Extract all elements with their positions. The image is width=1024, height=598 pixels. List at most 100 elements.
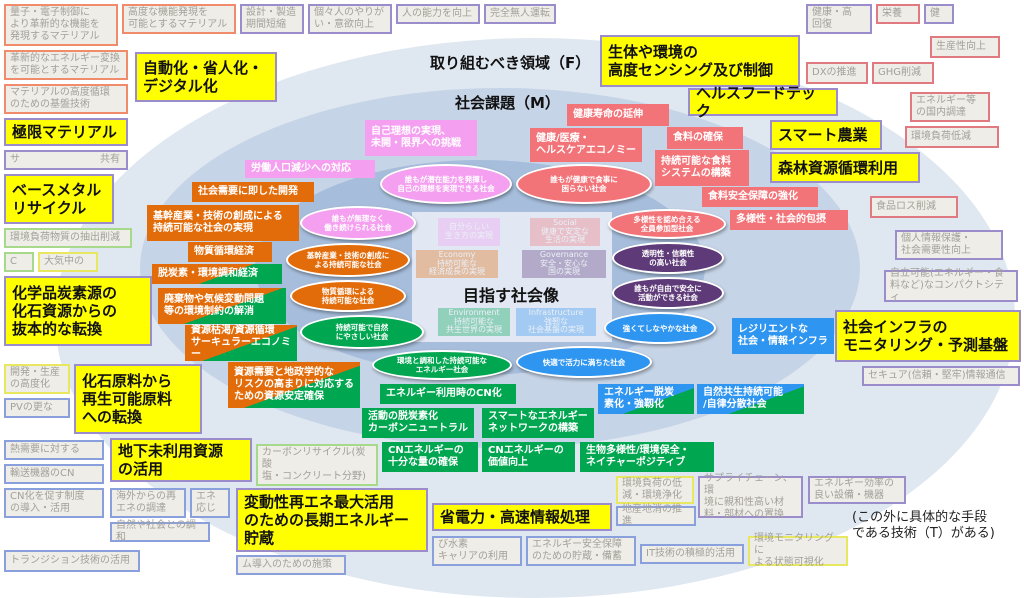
focus-area-label: ベースメタル リサイクル <box>4 174 114 224</box>
focus-area-label: 化学品炭素源の 化石資源からの 抜本的な転換 <box>4 276 152 346</box>
focus-area-label: 化石原料から 再生可能原料 への転換 <box>74 364 202 434</box>
technology-box: 地産地消の推進 <box>616 504 696 527</box>
focus-area-label: 生体や環境の 高度センシング及び制御 <box>600 35 800 87</box>
social-issue-label: 活動の脱炭素化 カーボンニュートラル <box>362 408 474 438</box>
vision-bubble: 多様性を認め合える 全員参加型社会 <box>608 209 726 239</box>
social-issue-label: レジリエントな 社会・情報インフラ <box>732 318 834 354</box>
vision-quadrant: Economy 持続可能な 経済成長の実現 <box>416 250 498 278</box>
focus-area-label: 地下未利用資源 の活用 <box>110 438 252 482</box>
social-issue-label: 資源枯渇/資源循環 サーキュラーエコノミー <box>185 325 297 361</box>
technology-box: C <box>4 252 34 272</box>
vision-bubble: 誰もが健康で食事に 困らない社会 <box>516 164 652 204</box>
vision-bubble: 透明性・信頼性 の高い社会 <box>612 242 724 274</box>
technology-box: 量子・電子制御に より革新的な機能を 発現するマテリアル <box>4 4 118 46</box>
social-issue-label: 脱炭素・環境調和経済 <box>152 264 282 284</box>
technology-box: 設計・製造 期間短縮 <box>240 4 304 34</box>
technology-box: トランジション技術の活用 <box>4 550 140 572</box>
social-issue-label: 基幹産業・技術の創成による 持続可能な社会の実現 <box>147 205 299 241</box>
vision-bubble: 強くてしなやかな社会 <box>604 312 716 344</box>
vision-bubble: 誰もが自由で安全に 活動ができる社会 <box>612 277 724 309</box>
social-issue-label: 健康寿命の延伸 <box>567 104 669 126</box>
technology-box: GHG削減 <box>872 62 934 84</box>
technology-box: DXの推進 <box>806 62 868 84</box>
technology-box: 環境負荷の低 減・環境浄化 <box>616 476 694 504</box>
technology-box: エネルギー安全保障 のための貯蔵・備蓄 <box>526 536 636 566</box>
area-f-label: 取り組むべき領域（F） <box>430 54 591 72</box>
technology-box: 輸送機器のCN <box>4 464 104 484</box>
vision-quadrant: 自分らしい 生き方の実現 <box>438 218 500 246</box>
social-issue-label: エネルギー利用時のCN化 <box>380 384 516 404</box>
technology-box: 海外からの再 エネの調達 <box>110 488 186 518</box>
social-issue-label: 労働人口減少への対応 <box>245 160 375 178</box>
technology-box: 個々人のやりが い・意欲向上 <box>308 4 392 34</box>
center-panel <box>412 212 612 342</box>
vision-bubble: 基幹産業・技術の創成に よる持続可能な社会 <box>286 243 410 277</box>
technology-box: CN化を促す制度 の導入・活用 <box>4 488 104 518</box>
social-issue-label: スマートなエネルギー ネットワークの構築 <box>482 408 594 438</box>
technology-box: カーボンリサイクル(炭酸 塩・コンクリート分野) <box>256 444 378 486</box>
vision-bubble: 持続可能で自然 にやさしい社会 <box>300 315 424 349</box>
technology-box: 個人情報保護・ 社会需要性向上 <box>895 230 1003 260</box>
focus-area-label: ヘルスフードテック <box>688 84 838 120</box>
social-issue-label: エネルギー脱炭 素化・強靱化 <box>598 384 694 414</box>
social-issue-label: CNエネルギーの 価値向上 <box>482 442 575 472</box>
center-title: 目指す社会像 <box>463 286 560 305</box>
technology-box: セキュア(信頼・堅牢)情報通信 <box>862 366 1020 386</box>
social-issue-label: 健康/医療・ ヘルスケアエコノミー <box>530 128 642 162</box>
vision-bubble: 環境と調和した持続可能な エネルギー社会 <box>372 350 512 380</box>
vision-bubble: 誰もが無理なく 働き続けられる社会 <box>300 206 416 240</box>
social-issue-label: 生物多様性/環境保全・ ネイチャーポジティブ <box>580 442 714 472</box>
social-issue-label: 物質循環経済 <box>188 242 272 262</box>
technology-box: 健 <box>924 4 954 24</box>
social-issue-label: 自然共生持続可能 /自律分散社会 <box>697 384 804 414</box>
vision-bubble: 物質循環による 持続可能な社会 <box>290 280 406 312</box>
technology-box: 食品ロス削減 <box>870 196 958 218</box>
vision-quadrant: Social 健康で安定な 生活の実現 <box>530 218 600 246</box>
technology-box: 環境負荷低減 <box>905 126 999 148</box>
social-issue-label: 社会需要に即した開発 <box>192 182 314 202</box>
technology-box: エネルギー効率の 良い設備・機器 <box>808 476 906 504</box>
technology-box: 環境モニタリングに よる状態可視化 <box>748 533 848 568</box>
technology-box: サプライチェーン、環 境に親和性高い材 料・部材への置換 <box>698 473 803 520</box>
technology-box: ム導入のための施策 <box>236 555 346 575</box>
technology-box: 自然や社会との調和 <box>110 520 210 543</box>
focus-area-label: 自動化・省人化・ デジタル化 <box>135 52 277 102</box>
technology-box: 熱需要に対する <box>4 440 104 460</box>
technology-box: 高度な機能発現を 可能とするマテリアル <box>122 4 236 34</box>
technology-box: PVの更な <box>4 398 70 418</box>
technology-box: エネルギー等 の国内調達 <box>910 92 990 122</box>
technology-box: 自立可能(エネルギー・食 料など)なコンパクトシティ <box>884 268 1018 303</box>
technology-box: エネ 応じ <box>190 488 230 518</box>
technology-box: マテリアルの高度循環 のための基盤技術 <box>4 84 128 114</box>
vision-quadrant: Governance 安全・安心な 国の実現 <box>522 250 606 278</box>
focus-area-label: 省電力・高速情報処理 <box>432 503 612 531</box>
footnote: (この外に具体的な手段 である技術（T）がある) <box>852 510 995 541</box>
technology-box: 生産性向上 <box>930 36 1000 58</box>
social-issue-label: 自己理想の実現、 未開・限界への挑戦 <box>365 120 477 156</box>
technology-box: 環境負荷物質の抽出削減 <box>4 228 132 248</box>
focus-area-label: 社会インフラの モニタリング・予測基盤 <box>835 310 1021 362</box>
social-issue-label: 食料安全保障の強化 <box>702 187 818 207</box>
technology-box: 革新的なエネルギー変換 を可能とするマテリアル <box>4 50 128 80</box>
technology-box: 栄養 <box>876 4 920 24</box>
social-issue-label: 多様性・社会的包摂 <box>730 210 848 230</box>
vision-quadrant: Infrastructure 強靭な 社会基盤の実現 <box>516 308 596 336</box>
social-issue-label: 廃棄物や気候変動問題 等の環境制約の解消 <box>158 288 286 324</box>
technology-box: び水素 キャリアの利用 <box>432 536 522 566</box>
technology-box: 完全無人運転 <box>484 4 556 24</box>
focus-area-label: 極限マテリアル <box>4 118 128 146</box>
social-issue-label: 食料の確保 <box>667 127 743 149</box>
vision-bubble: 誰もが潜在能力を発揮し 自己の理想を実現できる社会 <box>380 164 512 204</box>
focus-area-label: 変動性再エネ最大活用 のための長期エネルギー 貯蔵 <box>236 488 428 552</box>
social-issue-label: 資源需要と地政学的な リスクの高まりに対応する ための資源安定確保 <box>228 362 360 408</box>
technology-box: 開発・生産 の高度化 <box>4 364 70 394</box>
social-issue-label: CNエネルギーの 十分な量の確保 <box>382 442 478 472</box>
technology-box: 健康・高 回復 <box>806 4 872 34</box>
focus-area-label: 森林資源循環利用 <box>770 152 920 183</box>
social-issue-label: 持続可能な食料 システムの構築 <box>655 150 749 186</box>
vision-bubble: 快適で活力に満ちた社会 <box>516 346 652 378</box>
technology-box: IT技術の積極的活用 <box>640 544 744 564</box>
technology-box: サ 共有 <box>4 150 128 170</box>
issue-m-label: 社会課題（M） <box>455 94 560 112</box>
technology-box: 人の能力を向上 <box>396 4 480 24</box>
